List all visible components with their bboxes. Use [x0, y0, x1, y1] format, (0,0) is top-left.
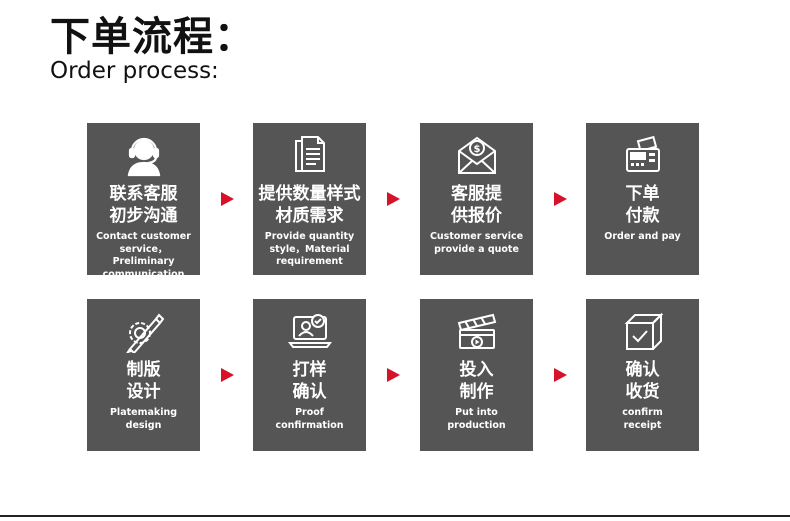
step-cn-label: 制版 设计 — [126, 360, 161, 402]
step-cn-label: 打样 确认 — [292, 360, 327, 402]
step-card-8: 确认 收货 confirm receipt — [586, 299, 699, 451]
step-card-4: 下单 付款 Order and pay — [586, 123, 699, 275]
step-card-6: 打样 确认 Proof confirmation — [253, 299, 366, 451]
arrow-right-icon — [387, 192, 400, 206]
step-card-7: 投入 制作 Put into production — [420, 299, 533, 451]
step-card-5: 制版 设计 Platemaking design — [87, 299, 200, 451]
design-pencil-gear-icon — [87, 309, 200, 353]
documents-icon — [253, 133, 366, 177]
box-check-icon — [586, 309, 699, 353]
step-cn-label: 投入 制作 — [459, 360, 494, 402]
step-en-label: Proof confirmation — [275, 407, 344, 431]
step-en-label: Order and pay — [604, 231, 681, 242]
arrow-right-icon — [221, 368, 234, 382]
svg-text:$: $ — [473, 144, 480, 155]
page-title: 下单流程： — [50, 14, 255, 60]
step-en-label: Contact customer service，Preliminary com… — [96, 231, 191, 280]
step-cn-label: 提供数量样式 材质需求 — [258, 184, 361, 226]
clapperboard-play-icon — [420, 309, 533, 353]
arrow-right-icon — [554, 192, 567, 206]
page-subtitle: Order process: — [50, 58, 219, 84]
customer-service-headset-icon — [87, 133, 200, 177]
arrow-right-icon — [387, 368, 400, 382]
arrow-right-icon — [554, 368, 567, 382]
step-en-label: Put into production — [447, 407, 506, 431]
bottom-divider — [0, 515, 790, 517]
step-cn-label: 确认 收货 — [625, 360, 660, 402]
step-en-label: confirm receipt — [622, 407, 663, 431]
envelope-dollar-icon: $ — [420, 133, 533, 177]
step-card-1: 联系客服 初步沟通 Contact customer service，Preli… — [87, 123, 200, 280]
step-en-label: Provide quantity style，Material requirem… — [264, 231, 355, 267]
arrow-right-icon — [221, 192, 234, 206]
step-cn-label: 客服提 供报价 — [451, 184, 502, 226]
step-en-label: Platemaking design — [109, 407, 178, 431]
step-card-2: 提供数量样式 材质需求 Provide quantity style，Mater… — [253, 123, 366, 275]
payment-terminal-icon — [586, 133, 699, 177]
step-card-3: $ 客服提 供报价 Customer service provide a quo… — [420, 123, 533, 275]
step-cn-label: 联系客服 初步沟通 — [109, 184, 178, 226]
laptop-confirm-icon — [253, 309, 366, 353]
step-en-label: Customer service provide a quote — [429, 231, 524, 255]
step-cn-label: 下单 付款 — [625, 184, 660, 226]
